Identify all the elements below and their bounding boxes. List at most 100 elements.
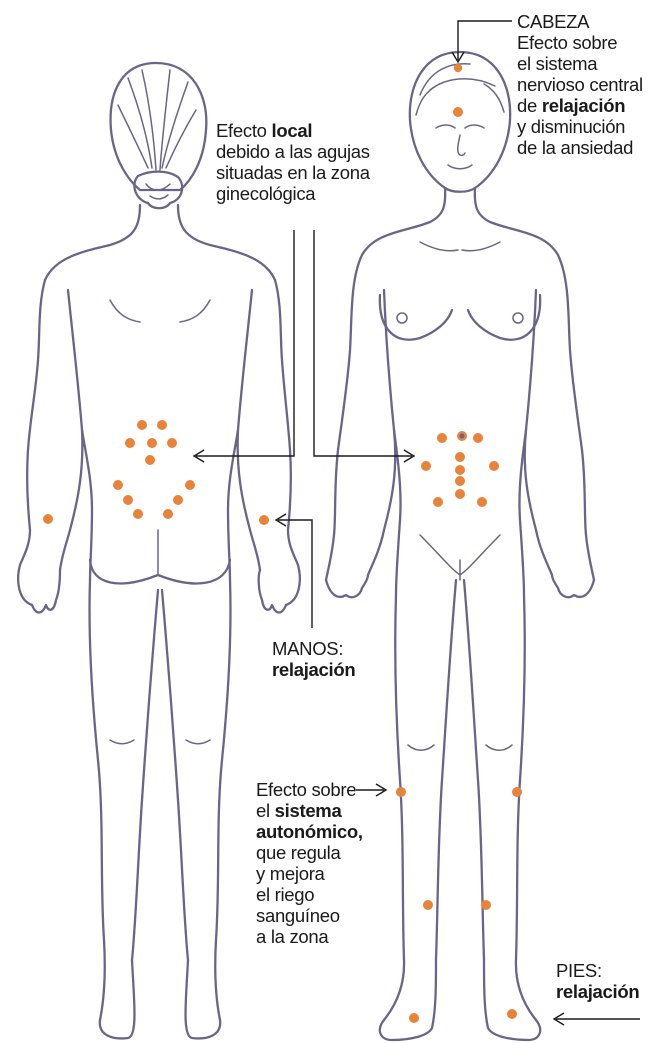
- back-left-hand: [32, 570, 60, 613]
- local-label-line: debido a las agujas: [216, 141, 370, 162]
- front-body-outline: [326, 188, 594, 580]
- autonomico-label-line: el riego: [256, 884, 363, 905]
- acupuncture-point-back-pelvis: [125, 438, 135, 448]
- local-label-line: ginecológica: [216, 183, 370, 204]
- autonomico-label-text: sistema: [275, 800, 342, 821]
- acupuncture-point-back-wrists: [259, 515, 269, 525]
- cabeza-label-line: el sistema: [517, 53, 643, 74]
- cabeza-label-text: CABEZA: [517, 11, 589, 32]
- autonomico-label-text: sanguíneo: [256, 905, 340, 926]
- pies-label-line: PIES:: [556, 960, 639, 981]
- front-legs: [384, 580, 536, 1020]
- acupuncture-point-back-pelvis: [147, 438, 157, 448]
- front-right-hand: [552, 575, 594, 597]
- acupuncture-point-front-head: [454, 64, 462, 72]
- cabeza-label-line: de la ansiedad: [517, 137, 643, 158]
- autonomico-label-text: Efecto sobre: [256, 779, 356, 800]
- autonomico-label-line: Efecto sobre: [256, 779, 363, 800]
- acupuncture-point-front-pelvis: [421, 461, 431, 471]
- local-effect-label: Efecto localdebido a las agujassituadas …: [216, 120, 370, 204]
- cabeza-label-line: de relajación: [517, 95, 643, 116]
- acupuncture-point-back-pelvis: [173, 495, 183, 505]
- pies-label-line: relajación: [556, 981, 639, 1002]
- acupuncture-point-back-pelvis: [163, 509, 173, 519]
- acupuncture-point-front-head: [453, 107, 463, 117]
- acupuncture-point-front-pelvis: [433, 497, 443, 507]
- manos-label-line: relajación: [272, 659, 355, 680]
- pies-label-text: PIES:: [556, 960, 602, 981]
- acupuncture-point-front-pelvis: [455, 489, 465, 499]
- front-head-outline: [410, 52, 510, 192]
- acupuncture-point-front-pelvis: [437, 433, 447, 443]
- local-label-text: situadas en la zona: [216, 162, 370, 183]
- autonomico-label-text: el riego: [256, 884, 314, 905]
- acupuncture-point-back-pelvis: [123, 495, 133, 505]
- acupuncture-point-front-feet: [507, 1009, 517, 1019]
- back-feet: [100, 960, 220, 1038]
- autonomico-label-text: el: [256, 800, 275, 821]
- autonomico-label-line: y mejora: [256, 863, 363, 884]
- acupuncture-point-front-legs: [396, 787, 406, 797]
- acupuncture-point-front-pelvis: [455, 465, 465, 475]
- autonomico-label-text: y mejora: [256, 863, 325, 884]
- front-navel-mark: [460, 434, 465, 439]
- local-label-text: debido a las agujas: [216, 141, 370, 162]
- front-nose: [458, 135, 465, 155]
- acupuncture-point-back-pelvis: [133, 509, 143, 519]
- autonomico-label-line: el sistema: [256, 800, 363, 821]
- acupuncture-point-front-pelvis: [455, 476, 465, 486]
- cabeza-label-text: y disminución: [517, 116, 625, 137]
- autonomico-label-line: sanguíneo: [256, 905, 363, 926]
- acupuncture-point-front-legs: [481, 900, 491, 910]
- acupuncture-point-front-pelvis: [489, 461, 499, 471]
- cabeza-label-text: el sistema: [517, 53, 597, 74]
- cabeza-label-line: y disminución: [517, 116, 643, 137]
- front-eyes: [436, 125, 484, 128]
- acupuncture-point-front-legs: [423, 900, 433, 910]
- local-leader-back: [196, 230, 294, 456]
- autonomico-label-line: que regula: [256, 842, 363, 863]
- pies-label-text: relajación: [556, 981, 639, 1002]
- acupuncture-point-front-pelvis: [477, 497, 487, 507]
- front-chest: [380, 295, 540, 340]
- back-body-outline: [18, 205, 300, 605]
- local-leader-front: [314, 230, 412, 456]
- cabeza-label-line: nervioso central: [517, 74, 643, 95]
- back-buttocks: [90, 560, 230, 583]
- cabeza-label-text: de la ansiedad: [517, 137, 633, 158]
- acupuncture-point-front-legs: [512, 787, 522, 797]
- acupuncture-point-back-pelvis: [137, 420, 147, 430]
- acupuncture-point-back-pelvis: [185, 480, 195, 490]
- manos-label-text: MANOS:: [272, 638, 343, 659]
- back-hair-lines: [118, 70, 196, 170]
- acupuncture-point-back-pelvis: [113, 480, 123, 490]
- back-legs: [89, 580, 230, 1020]
- manos-label: MANOS:relajación: [272, 638, 355, 680]
- front-mouth: [448, 165, 472, 169]
- cabeza-leader: [458, 21, 512, 60]
- acupuncture-point-front-pelvis: [473, 433, 483, 443]
- manos-label-line: MANOS:: [272, 638, 355, 659]
- local-label-text: local: [272, 120, 313, 141]
- autonomico-label-line: autonómico,: [256, 821, 363, 842]
- autonomico-label-text: que regula: [256, 842, 340, 863]
- cabeza-label-text: Efecto sobre: [517, 32, 617, 53]
- acupuncture-point-front-feet: [409, 1013, 419, 1023]
- acupuncture-point-back-pelvis: [167, 438, 177, 448]
- cabeza-label-line: CABEZA: [517, 11, 643, 32]
- cabeza-label-line: Efecto sobre: [517, 32, 643, 53]
- front-pelvis-lines: [420, 535, 500, 580]
- acupuncture-point-front-pelvis: [455, 452, 465, 462]
- autonomico-label-text: a la zona: [256, 926, 328, 947]
- acupuncture-point-back-pelvis: [157, 420, 167, 430]
- autonomico-label-text: autonómico,: [256, 821, 363, 842]
- autonomico-label-line: a la zona: [256, 926, 363, 947]
- cabeza-label-text: relajación: [542, 95, 625, 116]
- acupuncture-point-back-wrists: [43, 514, 53, 524]
- local-label-text: Efecto: [216, 120, 272, 141]
- front-left-hand: [326, 575, 368, 597]
- manos-label-text: relajación: [272, 659, 355, 680]
- acupuncture-point-back-pelvis: [145, 455, 155, 465]
